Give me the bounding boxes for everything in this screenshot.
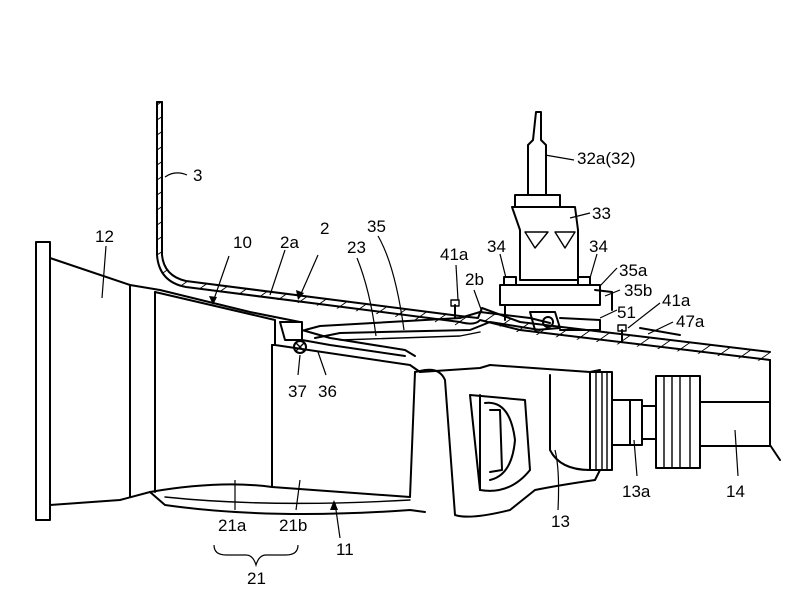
label-33: 33 xyxy=(592,204,611,223)
reference-labels: 3 12 10 2a 2 35 23 41a 34 34 2b 32a(32) … xyxy=(95,149,745,588)
label-21b: 21b xyxy=(279,516,307,535)
label-32a: 32a(32) xyxy=(577,149,636,168)
label-47a: 47a xyxy=(676,312,705,331)
label-21a: 21a xyxy=(218,516,247,535)
label-11: 11 xyxy=(336,540,354,559)
label-14: 14 xyxy=(726,482,745,501)
label-12: 12 xyxy=(95,227,114,246)
label-37: 37 xyxy=(288,382,307,401)
label-2b: 2b xyxy=(465,270,484,289)
transmission-case xyxy=(149,291,426,515)
label-21: 21 xyxy=(247,569,266,588)
shift-unit xyxy=(499,111,613,331)
label-35a: 35a xyxy=(619,261,648,280)
extension-housing xyxy=(414,364,601,518)
label-3: 3 xyxy=(193,166,202,185)
label-35b: 35b xyxy=(624,281,652,300)
body-edge-right xyxy=(769,359,781,461)
propeller-shaft xyxy=(589,371,771,471)
shift-linkage xyxy=(304,311,551,341)
label-41a-left: 41a xyxy=(440,245,469,264)
bracket-36 xyxy=(279,321,416,357)
bell-housing xyxy=(35,241,301,521)
label-13: 13 xyxy=(551,512,570,531)
floor-panel xyxy=(156,101,771,362)
label-23: 23 xyxy=(347,238,366,257)
label-13a: 13a xyxy=(622,482,651,501)
panel-hatching xyxy=(157,102,770,362)
leader-lines xyxy=(101,154,739,568)
label-34-left: 34 xyxy=(487,237,506,256)
label-34-right: 34 xyxy=(589,237,608,256)
bolts-41a xyxy=(450,299,681,343)
label-51: 51 xyxy=(617,303,636,322)
label-36: 36 xyxy=(318,382,337,401)
label-35: 35 xyxy=(367,217,386,236)
label-10: 10 xyxy=(233,233,252,252)
label-41a-right: 41a xyxy=(662,291,691,310)
label-2a: 2a xyxy=(280,233,299,252)
label-2: 2 xyxy=(320,219,329,238)
